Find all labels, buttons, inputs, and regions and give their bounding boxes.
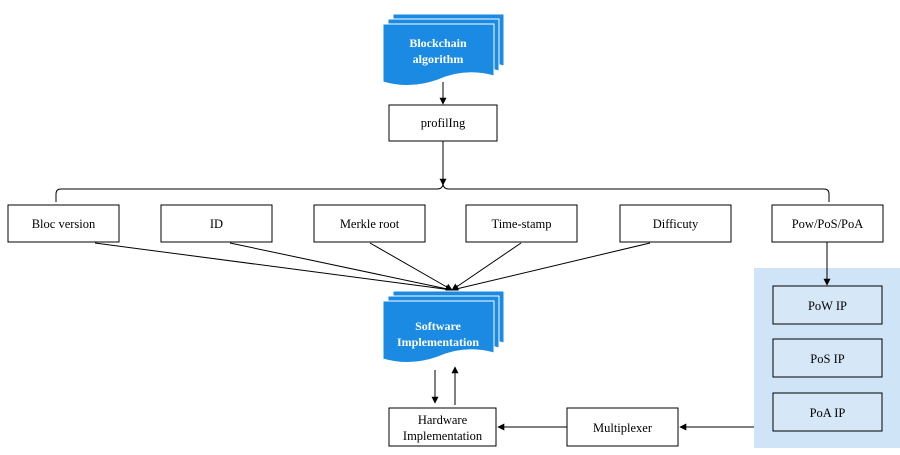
fields-brace [55, 182, 830, 202]
hardware-implementation-box: Hardware Implementation [388, 407, 497, 447]
hardware-label-line2: Implementation [403, 429, 483, 443]
profiling-label: profilIng [421, 116, 466, 130]
multiplexer-label: Multiplexer [593, 421, 653, 435]
poa-ip-box: PoA IP [772, 392, 883, 432]
hardware-label-line1: Hardware [418, 413, 468, 427]
multiplexer-box: Multiplexer [566, 407, 679, 447]
field-box-bloc-version: Bloc version [7, 204, 120, 243]
field-label: Merkle root [340, 217, 400, 231]
ip-label: PoW IP [808, 299, 847, 313]
blockchain-label-line1: Blockchain [409, 36, 467, 50]
field-box-id: ID [160, 204, 273, 243]
field-box-consensus: Pow/PoS/PoA [771, 204, 884, 243]
field-label: Bloc version [32, 217, 96, 231]
profiling-box: profilIng [388, 104, 498, 142]
field-box-time-stamp: Time-stamp [465, 204, 578, 243]
field-label: ID [210, 217, 223, 231]
field-box-merkle-root: Merkle root [313, 204, 426, 243]
ip-label: PoA IP [810, 406, 846, 420]
field-label: Difficuty [653, 217, 699, 231]
arrow-difficuty-to-software [451, 242, 651, 292]
blockchain-algorithm-doc: Blockchain algorithm [382, 13, 505, 86]
pos-ip-box: PoS IP [772, 338, 883, 378]
blockchain-label-line2: algorithm [413, 52, 464, 66]
pow-ip-box: PoW IP [772, 285, 883, 325]
arrow-time-to-software [451, 242, 522, 291]
arrow-bloc-to-software [94, 242, 453, 293]
software-implementation-doc: Software Implementation [382, 290, 505, 363]
arrow-id-to-software [229, 242, 453, 293]
field-label: Pow/PoS/PoA [792, 217, 864, 231]
ip-label: PoS IP [810, 352, 844, 366]
software-label-line1: Software [415, 319, 461, 333]
arrow-merkle-to-software [369, 242, 453, 291]
field-box-difficuty: Difficuty [619, 204, 732, 243]
field-label: Time-stamp [492, 217, 552, 231]
software-label-line2: Implementation [397, 335, 479, 349]
